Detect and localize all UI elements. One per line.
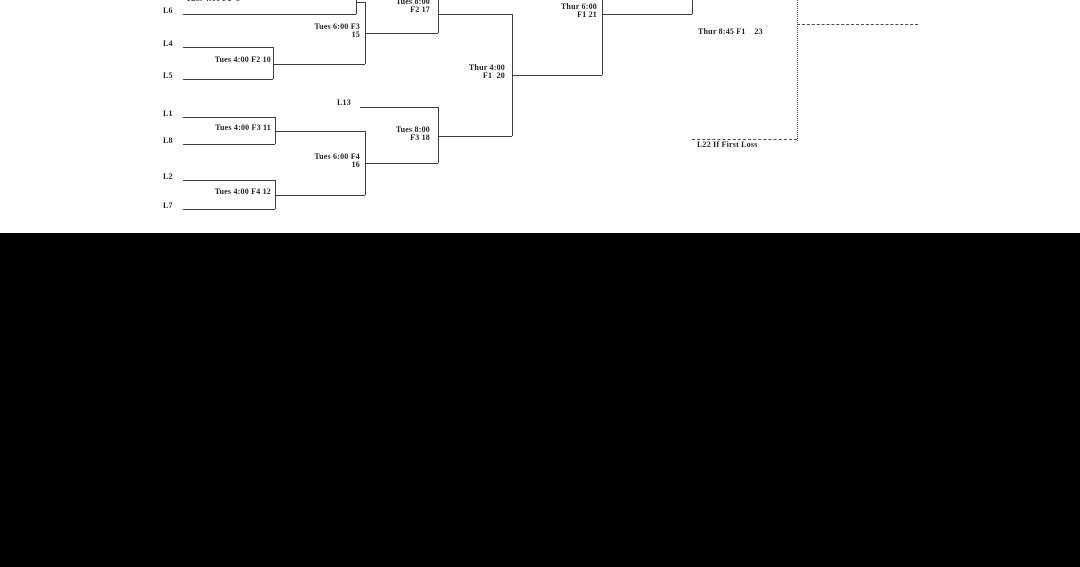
slot-line-l7 xyxy=(183,209,275,210)
if-first-loss-note: L22 If First Loss xyxy=(697,140,758,149)
game12-winner-line xyxy=(275,195,365,196)
game-label-17-line2: F2 17 xyxy=(410,5,430,14)
loser-slot-label-l8: L8 xyxy=(163,136,173,145)
game11-winner-line xyxy=(275,131,365,132)
game23-connector-dotted xyxy=(797,0,798,141)
game9-connector xyxy=(356,0,357,14)
loser-slot-label-l6: L6 xyxy=(163,6,173,15)
slot-line-l2 xyxy=(183,180,275,181)
game23-winner-line-dashed xyxy=(797,24,918,25)
loser-slot-label-l13: L13 xyxy=(337,98,351,107)
game-label-9: Tues 4:00 F1 9 xyxy=(186,0,240,3)
slot-line-l5 xyxy=(183,79,273,80)
game-label-23: Thur 8:45 F1 23 xyxy=(698,27,763,36)
slot-line-l8 xyxy=(183,144,275,145)
game18-winner-line xyxy=(438,136,512,137)
game-label-20-line1: Thur 4:00 xyxy=(468,63,505,72)
game-label-16-line1: Tues 6:00 F4 xyxy=(314,152,360,161)
loser-slot-label-l4: L4 xyxy=(163,39,173,48)
game16-winner-line xyxy=(365,163,438,164)
game17-connector xyxy=(438,0,439,33)
slot-line-l13 xyxy=(360,107,438,108)
loser-slot-label-l1: L1 xyxy=(163,109,173,118)
loser-slot-label-l2: L2 xyxy=(163,172,173,181)
game10-connector xyxy=(273,47,274,79)
game-label-15-line1: Tues 6:00 F3 xyxy=(314,22,360,31)
game-label-20-line2: F1 20 xyxy=(482,71,505,80)
game12-connector xyxy=(275,180,276,209)
game17-winner-line xyxy=(438,14,512,15)
game10-winner-line xyxy=(273,64,365,65)
game-label-12: Tues 4:00 F4 12 xyxy=(214,187,271,196)
game-label-15-line2: 15 xyxy=(351,30,360,39)
slot-line-l4 xyxy=(183,47,273,48)
game-label-16-line2: 16 xyxy=(351,160,360,169)
loser-slot-label-l7: L7 xyxy=(163,201,173,210)
game21-connector xyxy=(602,0,603,75)
game18-connector xyxy=(438,107,439,163)
letterbox-bottom xyxy=(0,233,1080,567)
loser-slot-label-l5: L5 xyxy=(163,71,173,80)
game21-winner-line xyxy=(602,14,692,15)
l22-if-first-loss-line-dashed xyxy=(692,139,797,140)
champion-advance-line xyxy=(692,0,693,14)
slot-line-l1 xyxy=(183,117,275,118)
game-label-18-line2: F3 18 xyxy=(410,133,430,142)
game-label-21-line1: Thur 6:00 xyxy=(560,2,597,11)
game-label-21-line2: F1 21 xyxy=(577,10,597,19)
slot-line-l6 xyxy=(183,14,356,15)
game-label-11: Tues 4:00 F3 11 xyxy=(215,123,271,132)
game9-winner-line xyxy=(356,2,365,3)
game20-winner-line xyxy=(512,75,602,76)
game11-connector xyxy=(275,117,276,144)
game15-winner-line xyxy=(365,33,438,34)
game-label-17-line1: Tues 8:00 xyxy=(395,0,430,6)
game-label-10: Tues 4:00 F2 10 xyxy=(214,55,271,64)
game-label-18-line1: Tues 8:00 xyxy=(395,125,430,134)
